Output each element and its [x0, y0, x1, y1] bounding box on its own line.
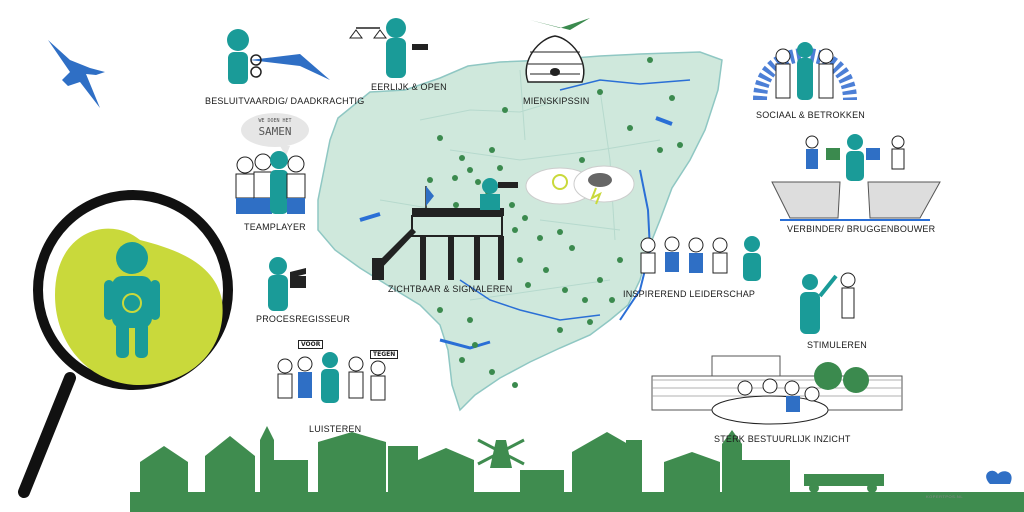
- sterk-inzicht-figure: [651, 355, 903, 425]
- speech-bubble-line2: SAMEN: [258, 125, 292, 138]
- label-stimuleren: STIMULEREN: [807, 340, 868, 350]
- verbinder-figure: [771, 134, 941, 221]
- village-skyline: [130, 426, 1024, 512]
- mayor-figure: [104, 242, 160, 358]
- label-verbinder: VERBINDER/ BRUGGENBOUWER: [787, 224, 936, 234]
- label-inspirerend: INSPIREREND LEIDERSCHAP: [623, 289, 756, 299]
- besluitvaardig-figure: [227, 29, 330, 84]
- beehive-icon: [525, 18, 590, 83]
- bird-icon: [48, 40, 105, 108]
- inspirerend-figure: [640, 236, 761, 281]
- watchtower-icon: [372, 178, 518, 280]
- luisteren-figure: [277, 352, 386, 403]
- sign-tegen: TEGEN: [370, 350, 399, 359]
- eerlijk-figure: [349, 18, 428, 78]
- speech-bubble: [241, 113, 309, 156]
- label-zichtbaar: ZICHTBAAR & SIGNALEREN: [388, 284, 513, 294]
- speech-bubble-line1: WE DOEN HET: [258, 118, 292, 124]
- teamplayer-figure: [235, 151, 306, 214]
- sociaal-figure: [753, 42, 857, 101]
- procesregisseur-figure: [268, 257, 306, 311]
- label-teamplayer: TEAMPLAYER: [244, 222, 306, 232]
- credit-text: KOPERTPOS.NL: [926, 494, 964, 499]
- label-mienskip: MIENSKIPSSIN: [523, 96, 590, 106]
- label-besluitvaardig: BESLUITVAARDIG/ DAADKRACHTIG: [205, 96, 365, 106]
- label-luisteren: LUISTEREN: [309, 424, 362, 434]
- sign-voor: VOOR: [298, 340, 324, 349]
- label-procesregisseur: PROCESREGISSEUR: [256, 314, 351, 324]
- label-eerlijk: EERLIJK & OPEN: [371, 82, 447, 92]
- stimuleren-figure: [800, 272, 856, 334]
- label-sociaal: SOCIAAL & BETROKKEN: [756, 110, 865, 120]
- weather-clouds-icon: [525, 165, 635, 205]
- label-sterk: STERK BESTUURLIJK INZICHT: [714, 434, 851, 444]
